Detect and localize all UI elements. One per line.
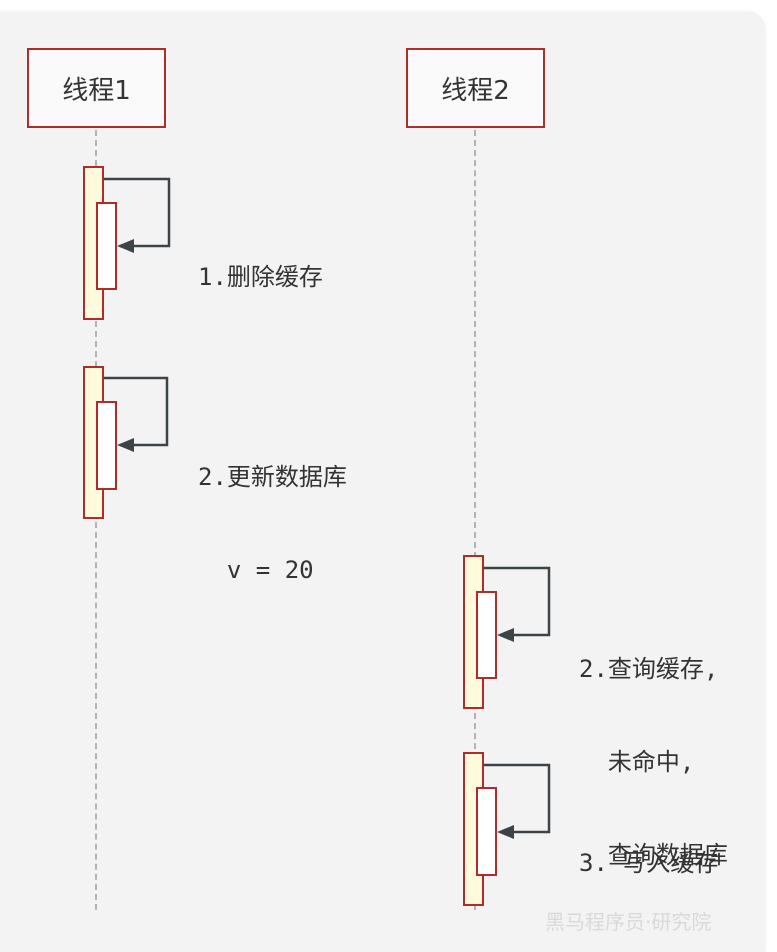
- thread2-header: 线程2: [406, 48, 545, 128]
- message-line: 3. 写入缓存: [579, 849, 719, 877]
- arrowhead-4: [497, 825, 514, 839]
- thread2-activation-2-inner: [476, 787, 497, 876]
- diagram-panel: [0, 12, 765, 952]
- message-line: 查询数据库: [579, 841, 728, 869]
- thread2-label: 线程2: [441, 75, 510, 106]
- arrowhead-1: [117, 239, 134, 253]
- thread1-header: 线程1: [27, 48, 166, 128]
- arrowhead-3: [497, 628, 514, 642]
- thread1-label: 线程1: [62, 75, 131, 106]
- self-message-arrow-2: [104, 376, 169, 447]
- self-message-arrow-1: [104, 177, 171, 248]
- arrowhead-2: [117, 438, 134, 452]
- message-update-db: 2.更新数据库 v = 20: [198, 400, 347, 617]
- watermark: 黑马程序员·研究院: [545, 910, 712, 934]
- lifeline-thread1: [95, 130, 97, 910]
- message-line: 未命中,: [579, 748, 695, 776]
- self-message-arrows: [104, 177, 551, 839]
- message-line: 1.删除缓存: [198, 263, 323, 291]
- message-write-cache: 3. 写入缓存: [579, 786, 718, 910]
- thread1-activation-2-inner: [96, 401, 117, 490]
- message-delete-cache: 1.删除缓存: [198, 200, 323, 324]
- thread1-activation-1-inner: [96, 202, 117, 290]
- message-line: 2.更新数据库: [198, 463, 347, 491]
- lifeline-thread2: [474, 130, 476, 910]
- message-line: 2.查询缓存,: [579, 655, 719, 683]
- message-line: v = 20: [198, 556, 314, 584]
- thread2-activation-1-inner: [476, 591, 497, 679]
- self-message-arrow-4: [484, 763, 551, 834]
- self-message-arrow-3: [484, 566, 551, 637]
- message-query-cache-miss: 2.查询缓存, 未命中, 查询数据库: [579, 592, 728, 902]
